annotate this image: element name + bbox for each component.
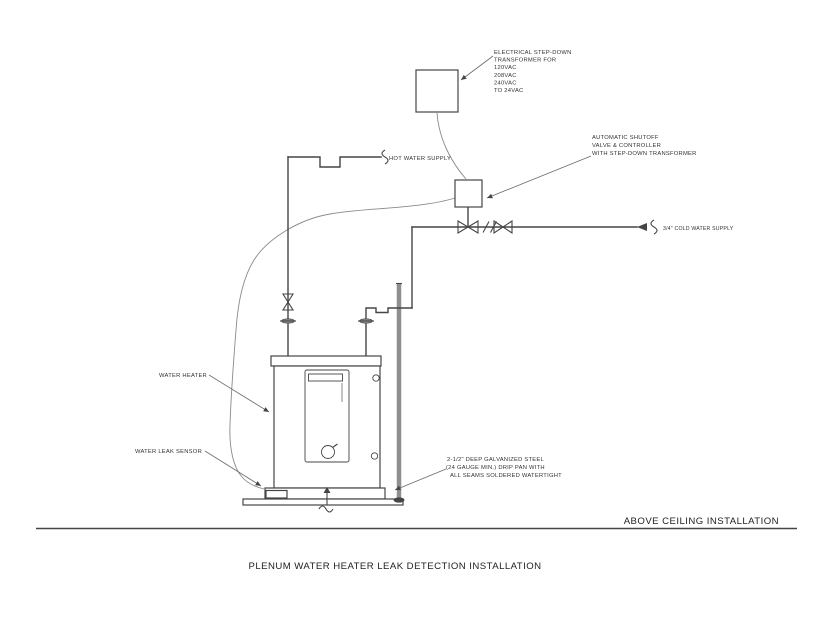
controller-box [454, 179, 483, 208]
leader-shutoff [486, 155, 592, 199]
callout-cold-water-supply: 3/4" COLD WATER SUPPLY [663, 226, 734, 232]
drain-valve [321, 443, 338, 459]
callout-line: 208VAC [494, 73, 517, 79]
callout-line: AUTOMATIC SHUTOFF [592, 135, 659, 141]
cold-water-pipe [358, 206, 658, 358]
callout-line: WITH STEP-DOWN TRANSFORMER [592, 151, 697, 157]
heater-top-cap [270, 355, 382, 367]
callout-line: 120VAC [494, 65, 517, 71]
callout-transformer: ELECTRICAL STEP-DOWN TRANSFORMER FOR 120… [494, 50, 572, 94]
callout-drip-pan: 2-1/2" DEEP GALVANIZED STEEL (24 GAUGE M… [446, 457, 562, 479]
cold-union-symbol [358, 318, 374, 324]
discharge-pipe-foot [393, 497, 405, 503]
callout-water-heater: WATER HEATER [159, 373, 207, 379]
callout-hot-water-supply: HOT WATER SUPPLY [389, 156, 451, 162]
callout-shutoff-valve: AUTOMATIC SHUTOFF VALVE & CONTROLLER WIT… [592, 135, 697, 157]
drawing-title: PLENUM WATER HEATER LEAK DETECTION INSTA… [248, 561, 541, 572]
callout-line: TO 24VAC [494, 88, 524, 94]
callout-line: TRANSFORMER FOR [494, 58, 556, 64]
leader-leak-sensor [204, 450, 262, 487]
drip-pan [242, 498, 404, 506]
automatic-valve-symbol [457, 220, 479, 234]
callout-line: VALVE & CONTROLLER [592, 143, 661, 149]
transformer-cable [436, 112, 467, 180]
heater-control-panel [304, 369, 350, 463]
leader-drip-pan [394, 468, 447, 491]
callout-line: ALL SEAMS SOLDERED WATERTIGHT [450, 473, 562, 479]
pipe-break-symbol [381, 149, 389, 165]
water-leak-sensor [265, 489, 288, 499]
leak-sensor-cable [229, 197, 456, 490]
water-heater [264, 355, 386, 500]
callout-water-leak-sensor: WATER LEAK SENSOR [135, 449, 202, 455]
callout-line: 2-1/2" DEEP GALVANIZED STEEL [447, 457, 545, 463]
heater-fitting-upper [372, 374, 380, 382]
leader-water-heater [208, 374, 270, 413]
hot-union-symbol [280, 318, 296, 324]
callout-line: (24 GAUGE MIN.) DRIP PAN WITH [446, 465, 545, 471]
pipe-break-symbol [650, 219, 658, 235]
callout-line: 240VAC [494, 80, 517, 86]
heater-label-plate [308, 373, 343, 382]
discharge-pipe [396, 282, 402, 499]
leader-transformer [460, 55, 494, 81]
pan-drain [318, 487, 334, 513]
view-label: ABOVE CEILING INSTALLATION [624, 516, 779, 527]
flow-arrow [637, 223, 647, 231]
manual-valve-symbol [493, 219, 513, 235]
pipe-break-symbol [318, 505, 334, 513]
hot-shutoff-valve-symbol [282, 293, 294, 311]
callout-line: ELECTRICAL STEP-DOWN [494, 50, 572, 56]
hot-water-pipe [280, 149, 389, 358]
transformer-box [415, 69, 459, 113]
heater-fitting-lower [370, 452, 379, 460]
